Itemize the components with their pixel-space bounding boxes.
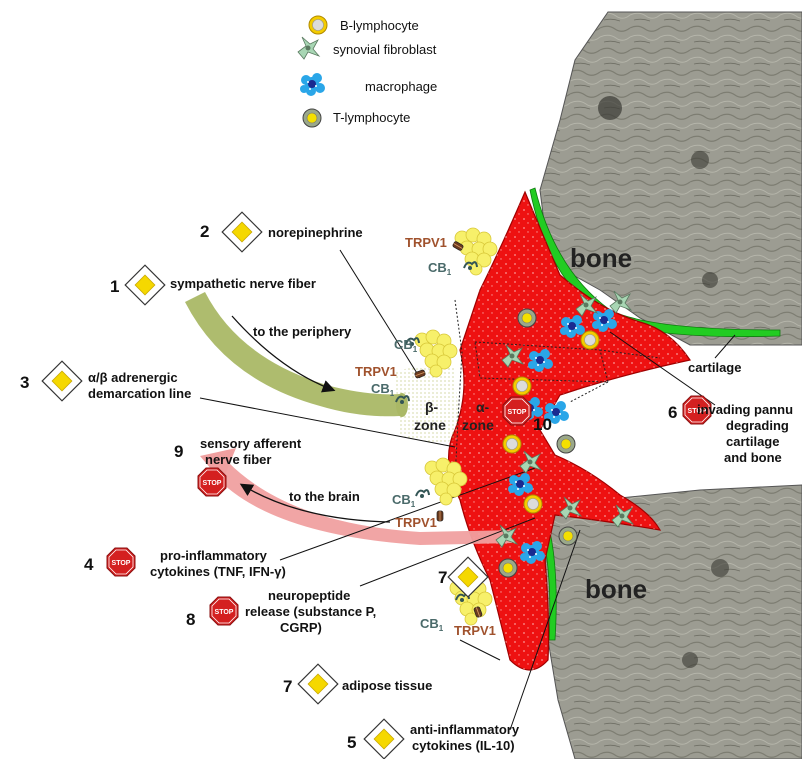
- beta-zone-label-1: β-: [425, 399, 439, 415]
- diamond-icon-3: [41, 360, 83, 402]
- t-cell-3: [558, 526, 578, 546]
- legend-t-lymphocyte: T-lymphocyte: [333, 110, 410, 125]
- cb1-label-1: CB1: [428, 260, 452, 277]
- sympathetic-nerve-label: sympathetic nerve fiber: [170, 276, 316, 291]
- stop-text-8: STOP: [215, 609, 234, 616]
- step-number-9: 9: [174, 442, 183, 461]
- proinflammatory-label-1: pro-inflammatory: [160, 548, 268, 563]
- beta-zone-area: [395, 367, 460, 442]
- t-cell-4: [498, 558, 518, 578]
- trpv1-label-3: TRPV1: [395, 515, 437, 530]
- pannus-label-2: degrading: [726, 418, 789, 433]
- macrophage-icon: [300, 73, 325, 96]
- alpha-zone-label-2: zone: [462, 417, 494, 433]
- neuropeptide-label-1: neuropeptide: [268, 588, 350, 603]
- stop-text-6: STOP: [688, 408, 707, 415]
- step-number-4: 4: [84, 555, 94, 574]
- step-number-8: 8: [186, 610, 195, 629]
- pannus-label-1: invading pannu: [697, 402, 793, 417]
- legend-macrophage: macrophage: [365, 79, 437, 94]
- demarcation-label-1: α/β adrenergic: [88, 370, 178, 385]
- step-number-10: 10: [533, 415, 552, 434]
- stop-text-9: STOP: [203, 480, 222, 487]
- diamond-icon-2: [221, 211, 263, 253]
- bone-bottom: [544, 484, 802, 759]
- step-number-1: 1: [110, 277, 119, 296]
- cb1-label-5: CB1: [420, 616, 444, 633]
- b-cell-2: [512, 376, 532, 396]
- neuropeptide-label-3: CGRP): [280, 620, 322, 635]
- bone-top: [539, 11, 802, 346]
- to-periphery-arrow: [231, 315, 336, 393]
- trpv1-receptor-3: [436, 510, 444, 522]
- beta-zone-label-2: zone: [414, 417, 446, 433]
- sensory-nerve-arrow: [215, 462, 512, 545]
- cb1-label-4: CB1: [392, 492, 416, 509]
- b-cell-3: [502, 434, 522, 454]
- bone-bottom-label: bone: [585, 574, 647, 604]
- legend-synovial-fibroblast: synovial fibroblast: [333, 42, 437, 57]
- trpv1-label-2: TRPV1: [355, 364, 397, 379]
- trpv1-label-4: TRPV1: [454, 623, 496, 638]
- t-cell-1: [517, 308, 537, 328]
- to-brain-arrow: [239, 483, 391, 523]
- t-cell-2: [556, 434, 576, 454]
- neuropeptide-label-2: release (substance P,: [245, 604, 376, 619]
- sensory-label-2: nerve fiber: [205, 452, 271, 467]
- step-number-7b: 7: [283, 677, 292, 696]
- pannus-label-3: cartilage: [726, 434, 779, 449]
- step-number-7a: 7: [438, 568, 447, 587]
- step-number-5: 5: [347, 733, 356, 752]
- diamond-icon-1: [124, 264, 166, 306]
- adipose-label: adipose tissue: [342, 678, 432, 693]
- step-number-3: 3: [20, 373, 29, 392]
- t-lymphocyte-icon: [302, 108, 322, 128]
- to-brain-label: to the brain: [289, 489, 360, 504]
- diamond-icon-7b: [297, 663, 339, 705]
- sensory-label-1: sensory afferent: [200, 436, 302, 451]
- cartilage-label: cartilage: [688, 360, 741, 375]
- trpv1-label-1: TRPV1: [405, 235, 447, 250]
- sympathetic-nerve-arrow: [185, 292, 400, 417]
- diamond-icon-5: [363, 718, 405, 759]
- cb1-label-2: CB1: [394, 337, 418, 354]
- step-number-2: 2: [200, 222, 209, 241]
- cb1-receptor-4: [415, 489, 430, 499]
- stop-text-10: STOP: [508, 409, 527, 416]
- antiinflammatory-label-2: cytokines (IL-10): [412, 738, 515, 753]
- b-lymphocyte-icon: [308, 15, 328, 35]
- proinflammatory-label-2: cytokines (TNF, IFN-γ): [150, 564, 286, 579]
- bone-top-label: bone: [570, 243, 632, 273]
- stop-text-4: STOP: [112, 560, 131, 567]
- alpha-zone-label-1: α-: [476, 399, 490, 415]
- norepinephrine-label: norepinephrine: [268, 225, 363, 240]
- to-periphery-label: to the periphery: [253, 324, 352, 339]
- b-cell-1: [580, 330, 600, 350]
- pannus-label-4: and bone: [724, 450, 782, 465]
- b-cell-4: [523, 494, 543, 514]
- antiinflammatory-label-1: anti-inflammatory: [410, 722, 520, 737]
- demarcation-label-2: demarcation line: [88, 386, 191, 401]
- step-number-6: 6: [668, 403, 677, 422]
- legend-b-lymphocyte: B-lymphocyte: [340, 18, 419, 33]
- cb1-label-3: CB1: [371, 381, 395, 398]
- synovial-fibroblast-icon: [297, 36, 320, 60]
